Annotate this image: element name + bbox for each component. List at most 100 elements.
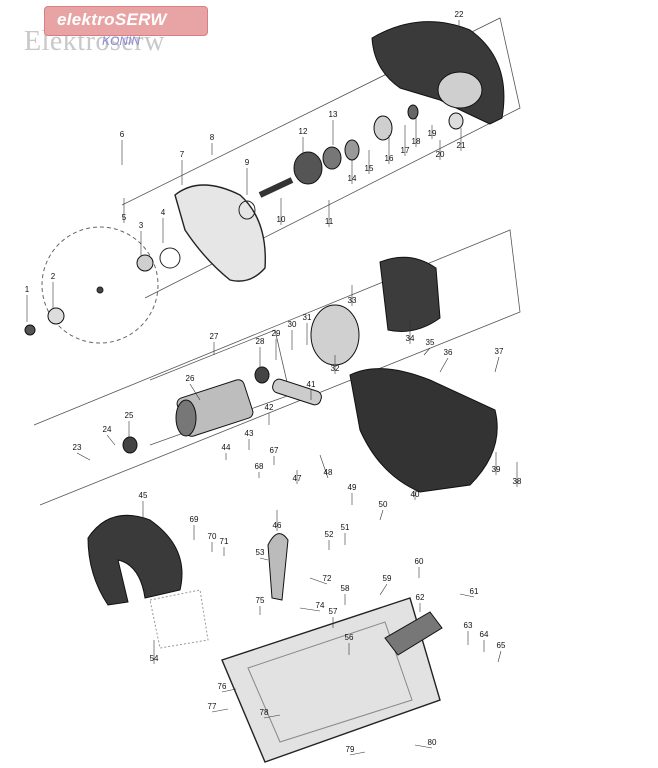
part-callout-3: 3 (139, 221, 144, 230)
part-callout-31: 31 (303, 313, 312, 322)
part-callout-36: 36 (444, 348, 453, 357)
leader-line-23 (76, 452, 91, 461)
rear-handle (87, 514, 183, 606)
part-callout-65: 65 (497, 641, 506, 650)
leader-line-48 (319, 454, 329, 479)
bearing-16 (373, 115, 393, 141)
part-callout-72: 72 (323, 574, 332, 583)
leader-line-74 (299, 607, 321, 612)
part-callout-4: 4 (161, 208, 166, 217)
leader-line-80 (414, 744, 433, 749)
saw-blade (41, 226, 159, 344)
flange-2 (47, 307, 65, 325)
leader-line-77 (211, 708, 229, 713)
part-callout-78: 78 (260, 708, 269, 717)
part-callout-2: 2 (51, 272, 56, 281)
bearing-28 (254, 366, 270, 384)
leader-line-79 (349, 751, 366, 756)
part-callout-70: 70 (208, 532, 217, 541)
part-callout-71: 71 (220, 537, 229, 546)
part-callout-52: 52 (325, 530, 334, 539)
part-callout-63: 63 (464, 621, 473, 630)
bearing-13 (322, 146, 342, 170)
part-callout-32: 32 (331, 364, 340, 373)
commutator (175, 399, 197, 437)
part-callout-29: 29 (272, 329, 281, 338)
assembly-frame-lower (33, 229, 521, 506)
part-callout-10: 10 (277, 215, 286, 224)
part-callout-50: 50 (379, 500, 388, 509)
leader-line-72 (309, 577, 328, 585)
part-callout-68: 68 (255, 462, 264, 471)
part-callout-67: 67 (270, 446, 279, 455)
part-callout-80: 80 (428, 738, 437, 747)
leader-line-61 (459, 593, 475, 598)
part-callout-54: 54 (150, 654, 159, 663)
part-callout-22: 22 (455, 10, 464, 19)
part-callout-77: 77 (208, 702, 217, 711)
part-callout-27: 27 (210, 332, 219, 341)
part-callout-75: 75 (256, 596, 265, 605)
ring-4 (159, 247, 181, 269)
part-callout-17: 17 (401, 146, 410, 155)
part-callout-59: 59 (383, 574, 392, 583)
part-callout-16: 16 (385, 154, 394, 163)
leader-line-35 (423, 347, 431, 356)
part-callout-58: 58 (341, 584, 350, 593)
leader-line-78 (263, 714, 281, 719)
part-callout-5: 5 (122, 213, 127, 222)
bearing-25 (122, 436, 138, 454)
part-callout-13: 13 (329, 110, 338, 119)
leader-line-26 (189, 383, 201, 401)
part-callout-8: 8 (210, 133, 215, 142)
part-callout-79: 79 (346, 745, 355, 754)
part-callout-47: 47 (293, 474, 302, 483)
part-callout-41: 41 (307, 380, 316, 389)
ring-9 (238, 200, 256, 220)
part-callout-49: 49 (348, 483, 357, 492)
part-callout-28: 28 (256, 337, 265, 346)
part-callout-38: 38 (513, 477, 522, 486)
part-callout-20: 20 (436, 150, 445, 159)
part-callout-18: 18 (412, 137, 421, 146)
blade-arbor (96, 286, 104, 294)
part-callout-64: 64 (480, 630, 489, 639)
part-callout-43: 43 (245, 429, 254, 438)
bevel-bracket (267, 533, 289, 601)
watermark-badge: elektroSERW (44, 6, 208, 36)
part-callout-60: 60 (415, 557, 424, 566)
lower-blade-guard (174, 184, 266, 282)
part-callout-57: 57 (329, 607, 338, 616)
part-callout-14: 14 (348, 174, 357, 183)
watermark-city: KONIN (102, 34, 141, 48)
ring-14 (344, 139, 360, 161)
leader-line-36 (439, 357, 449, 373)
bolt-1 (24, 324, 36, 336)
leader-line-50 (379, 509, 384, 521)
stator-field (379, 256, 441, 332)
part-callout-23: 23 (73, 443, 82, 452)
part-callout-35: 35 (426, 338, 435, 347)
part-callout-48: 48 (324, 468, 333, 477)
part-callout-9: 9 (245, 158, 250, 167)
upper-blade-guard (371, 21, 505, 125)
part-callout-26: 26 (186, 374, 195, 383)
watermark-brand: elektroSERW (57, 10, 167, 29)
ring-3 (136, 254, 154, 272)
part-callout-11: 11 (325, 217, 334, 226)
part-callout-30: 30 (288, 320, 297, 329)
part-callout-53: 53 (256, 548, 265, 557)
depth-guide-62 (384, 611, 443, 656)
part-callout-69: 69 (190, 515, 199, 524)
part-callout-6: 6 (120, 130, 125, 139)
part-callout-61: 61 (470, 587, 479, 596)
part-callout-15: 15 (365, 164, 374, 173)
part-callout-37: 37 (495, 347, 504, 356)
leader-line-24 (106, 434, 116, 446)
assembly-frame-upper (121, 17, 521, 299)
leader-line-59 (379, 583, 388, 596)
part-callout-1: 1 (25, 285, 30, 294)
base-slot (247, 621, 413, 743)
